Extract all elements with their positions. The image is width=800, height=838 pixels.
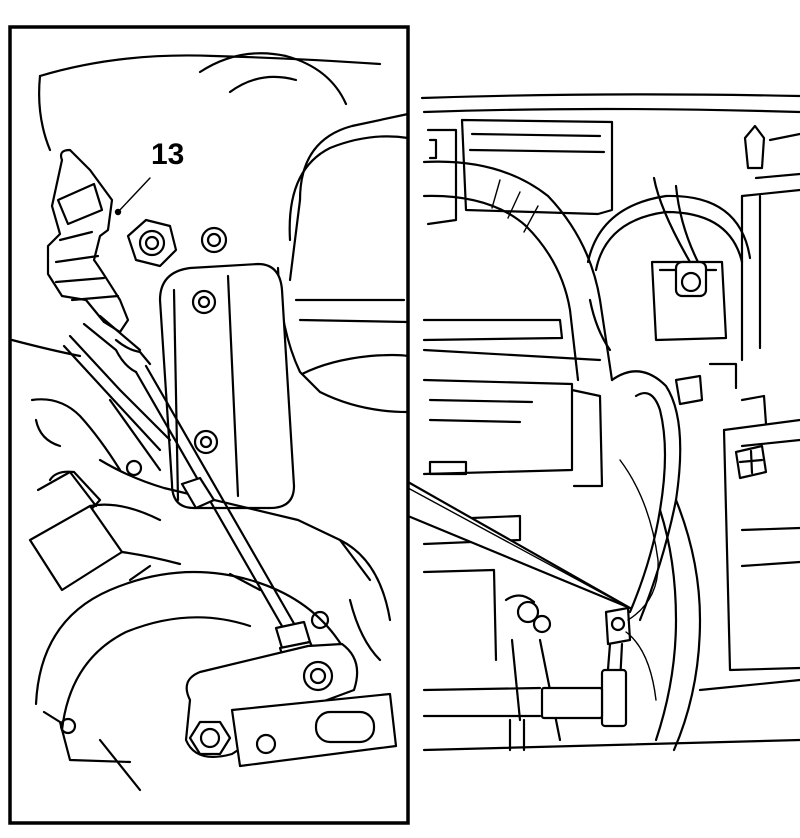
- detail-inset: [8, 25, 410, 825]
- callout-number-label: 13: [151, 138, 185, 171]
- vacuum-unit: [28, 470, 182, 592]
- sensor-location: [600, 459, 659, 728]
- intake-hose: [422, 160, 614, 382]
- battery: [722, 418, 800, 672]
- radiator-hose: [610, 370, 702, 752]
- misc-connectors: [674, 362, 768, 426]
- mounting-bracket: [158, 262, 296, 510]
- brake-booster: [586, 194, 752, 352]
- lever-arm: [184, 642, 398, 768]
- plus-terminal-icon: [734, 444, 768, 480]
- sensor-connector: [46, 148, 172, 452]
- intake-duct: [422, 318, 604, 488]
- detail-pointer: [406, 480, 632, 610]
- air-filter-housing: [426, 118, 614, 226]
- callout-leader: [114, 177, 151, 216]
- engine-bay-overview: [420, 93, 800, 752]
- lever-bolt: [188, 720, 232, 756]
- hex-nut: [126, 218, 228, 268]
- lower-housing: [34, 564, 352, 792]
- brake-fluid-reservoir: [650, 176, 728, 342]
- fuse-box: [740, 124, 800, 362]
